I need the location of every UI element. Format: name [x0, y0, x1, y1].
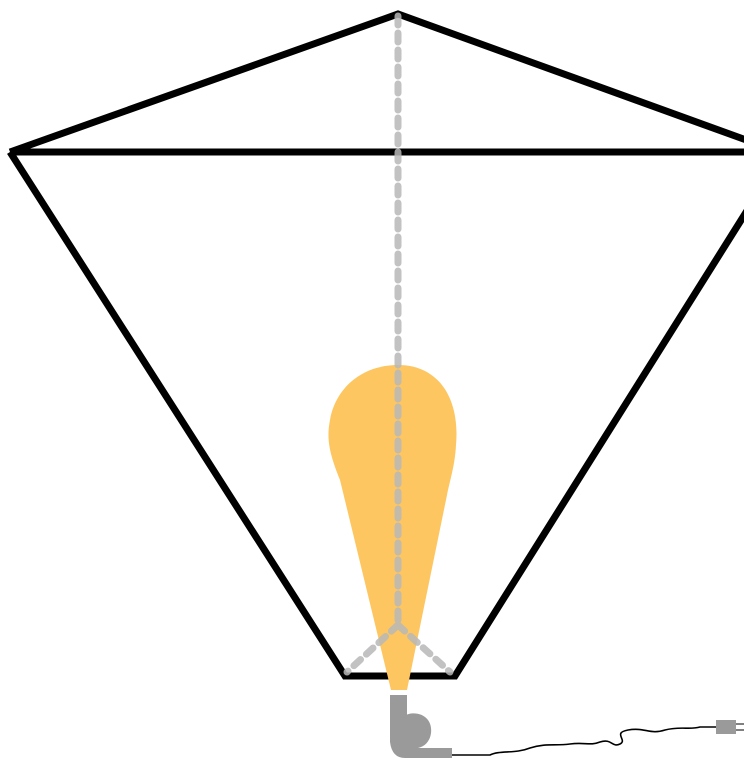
left-guide-line — [343, 621, 402, 676]
right-guide-line — [394, 621, 454, 676]
pyramid-roof — [8, 10, 744, 156]
burner-nozzle — [390, 695, 407, 725]
burner — [390, 695, 452, 758]
fuel-hose — [452, 726, 716, 756]
roof-outline — [8, 10, 744, 156]
flame — [328, 365, 457, 690]
burner-elbow — [390, 713, 452, 758]
fuel-connector — [716, 720, 744, 734]
connector-plug — [716, 720, 736, 734]
center-axis — [343, 12, 454, 676]
